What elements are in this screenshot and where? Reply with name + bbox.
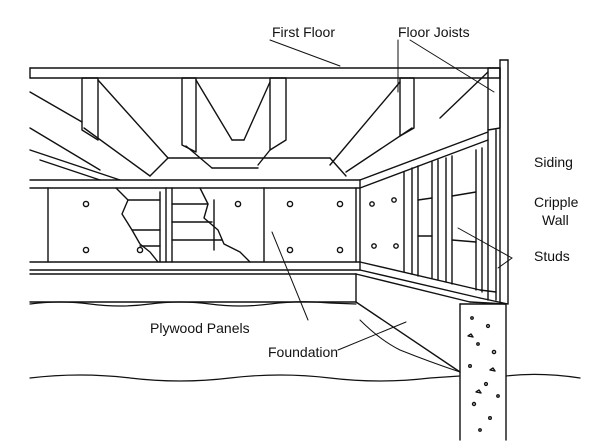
label-cripple-wall-line2: Wall <box>542 212 569 228</box>
label-first-floor: First Floor <box>272 24 335 40</box>
leader-lines <box>269 39 513 351</box>
label-siding: Siding <box>534 154 573 170</box>
side-cripple-wall <box>359 59 509 305</box>
label-floor-joists: Floor Joists <box>398 24 470 40</box>
back-cripple-wall <box>29 179 361 271</box>
label-foundation: Foundation <box>268 344 339 360</box>
label-studs: Studs <box>534 248 570 264</box>
label-cripple-wall-line1: Cripple <box>534 194 579 210</box>
label-plywood-panels: Plywood Panels <box>150 320 250 336</box>
foundation <box>29 273 581 441</box>
first-floor-deck <box>29 67 501 79</box>
floor-joists <box>29 67 501 181</box>
